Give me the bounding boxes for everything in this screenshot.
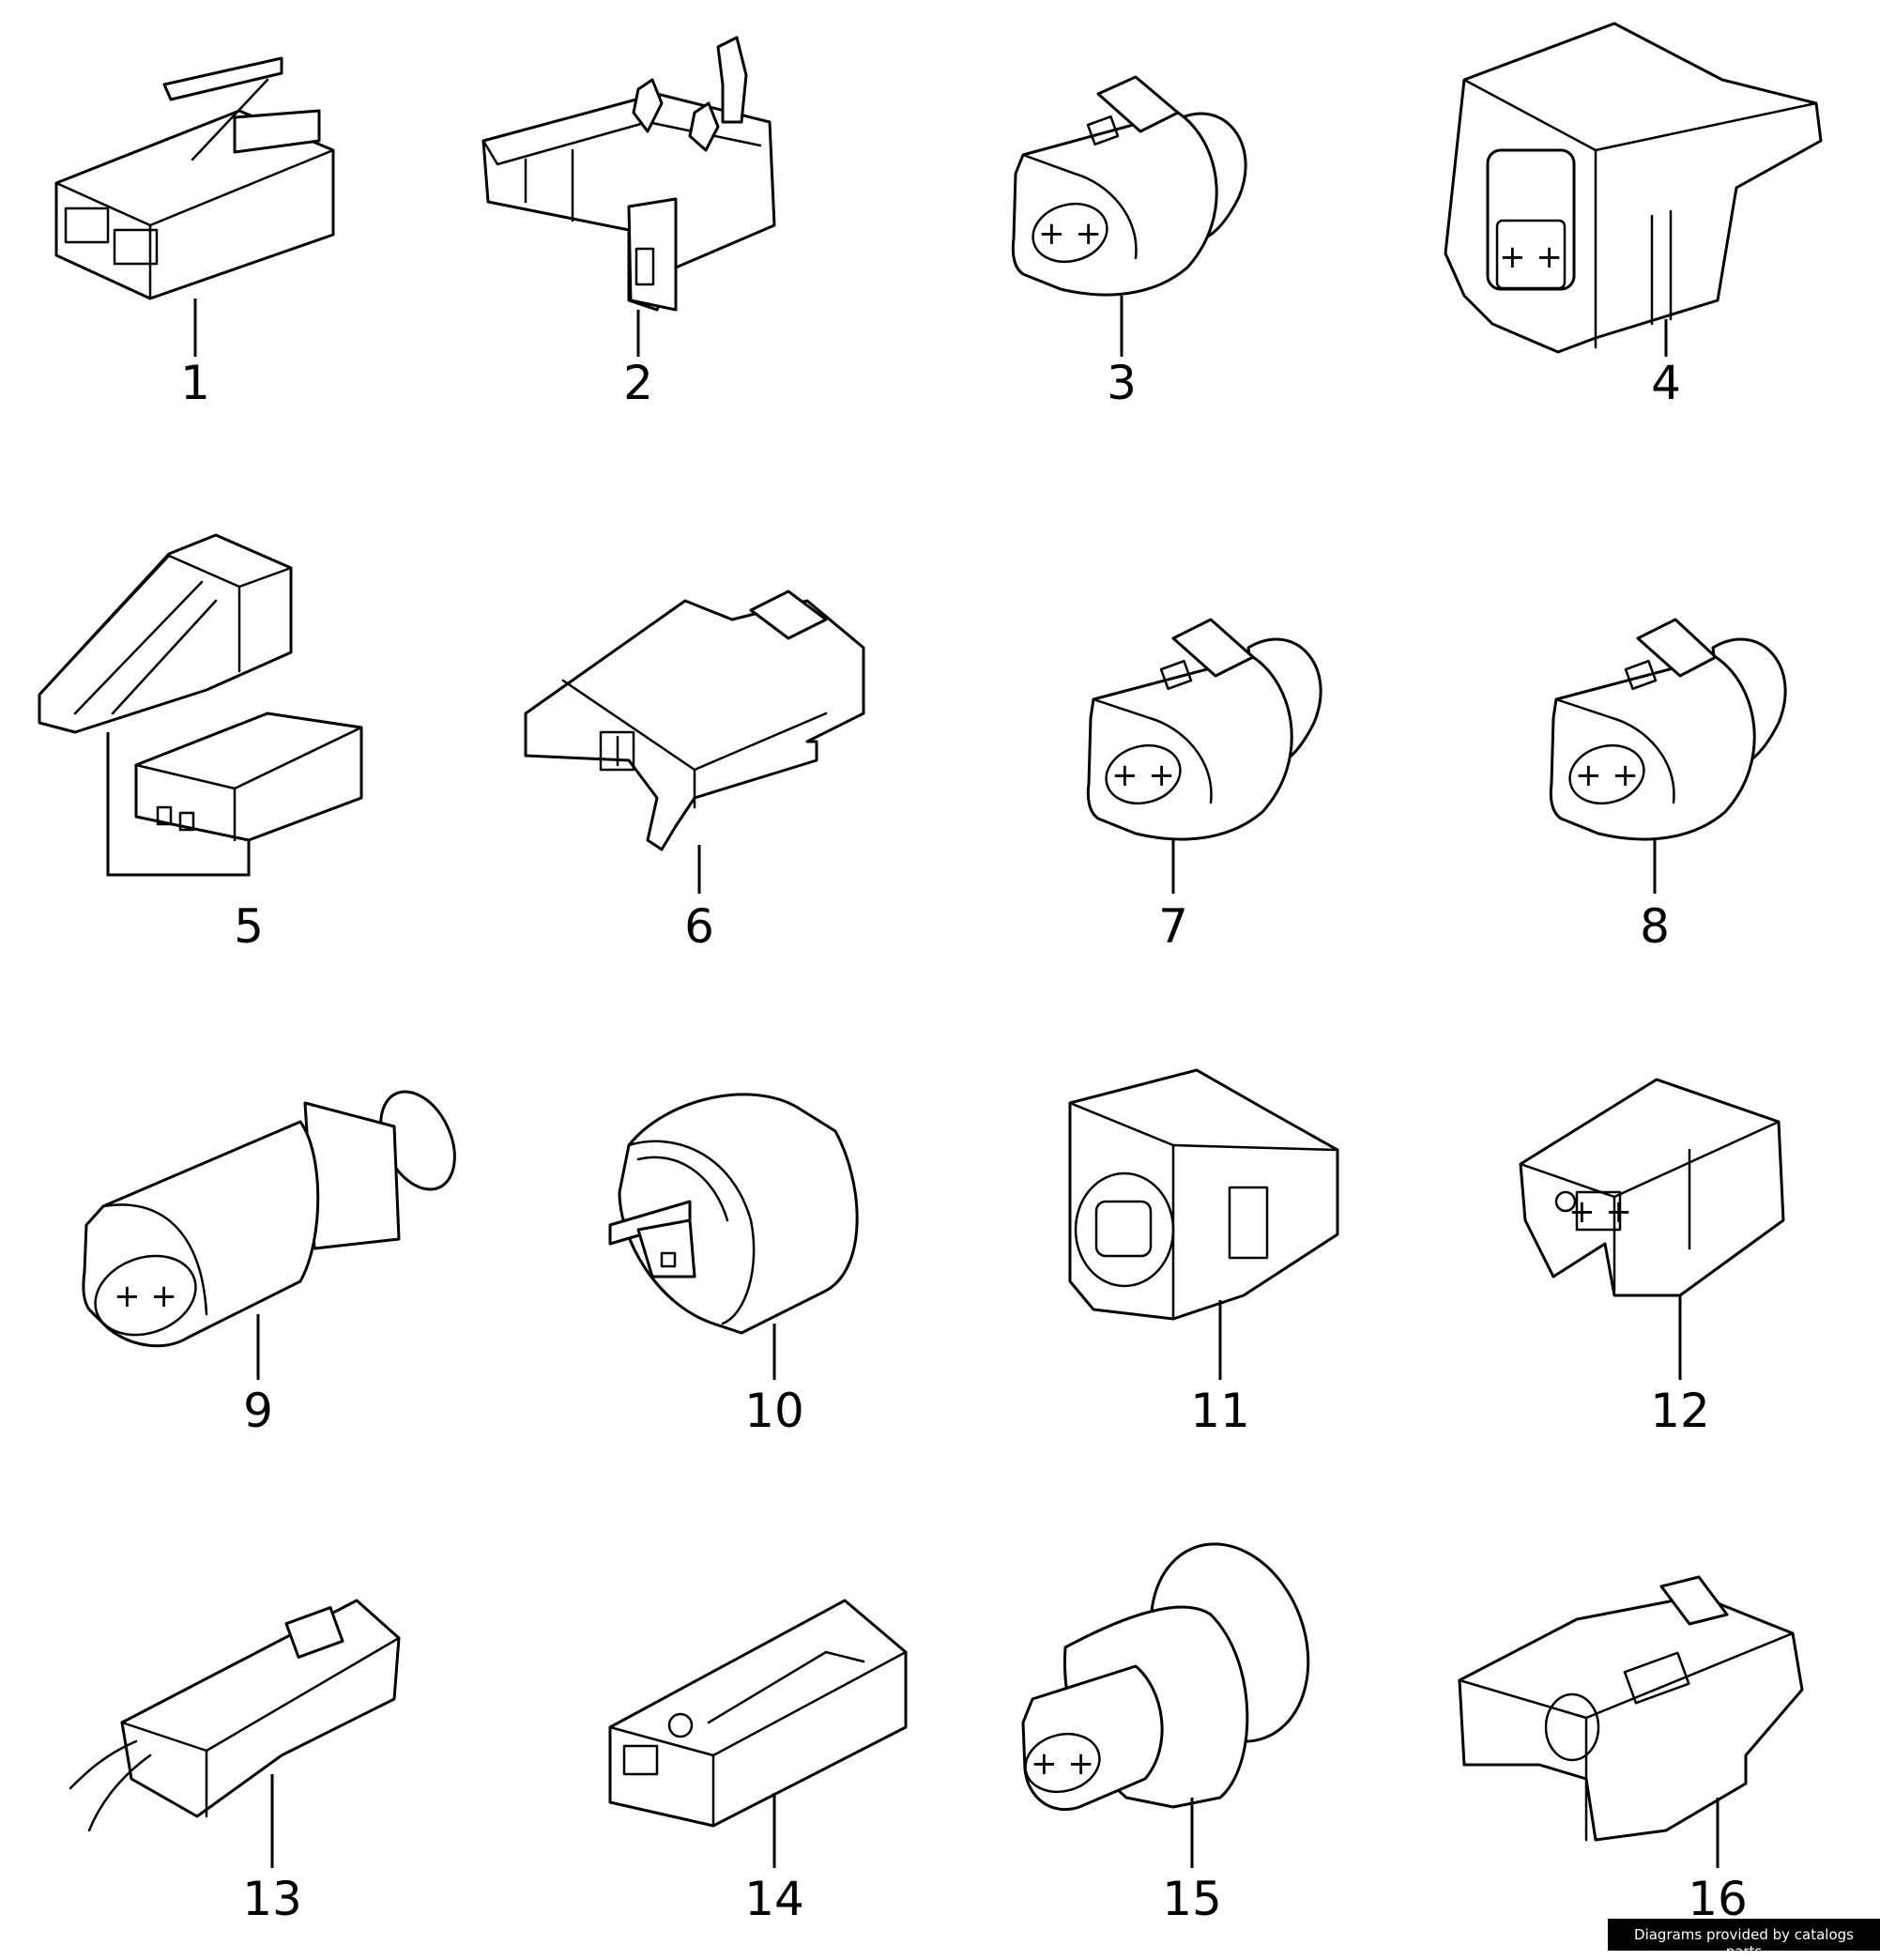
part-4-label: 4 (1651, 356, 1681, 410)
part-1-label: 1 (180, 356, 210, 410)
part-9-label: 9 (243, 1384, 273, 1438)
part-10-connector (608, 1093, 859, 1380)
part-14-label: 14 (744, 1872, 804, 1926)
part-15-label: 15 (1162, 1872, 1222, 1926)
part-7-pin-mark: + + (1111, 757, 1175, 794)
part-10-label: 10 (744, 1384, 804, 1438)
part-14-connector (608, 1599, 908, 1868)
part-9-connector: + + (82, 1090, 456, 1380)
credit-footer: Diagrams provided by catalogs parts (1608, 1919, 1880, 1960)
part-13-connector (69, 1599, 401, 1868)
part-3-label: 3 (1107, 356, 1137, 410)
part-4-pin-mark: + + (1499, 238, 1563, 276)
part-1-connector (54, 56, 335, 357)
part-2-connector (481, 36, 776, 357)
part-12-label: 12 (1650, 1384, 1710, 1438)
part-2-label: 2 (623, 356, 653, 410)
part-8-label: 8 (1640, 899, 1670, 954)
part-15-pin-mark: + + (1031, 1745, 1094, 1783)
part-11-connector (1068, 1068, 1339, 1380)
part-12-pin-mark: + + (1568, 1193, 1632, 1231)
part-5-label: 5 (234, 899, 264, 954)
part-16-label: 16 (1688, 1872, 1748, 1926)
part-15-connector: + + (1021, 1542, 1310, 1868)
part-6-connector (524, 590, 865, 894)
part-7-label: 7 (1158, 899, 1188, 954)
part-8-connector: + + (1549, 618, 1787, 894)
part-11-label: 11 (1190, 1384, 1250, 1438)
part-3-pin-mark: + + (1038, 215, 1102, 253)
part-8-pin-mark: + + (1575, 757, 1639, 794)
part-16-connector (1458, 1575, 1804, 1868)
part-13-label: 13 (242, 1872, 302, 1926)
part-4-connector: + + (1444, 22, 1823, 357)
part-6-label: 6 (684, 899, 714, 954)
part-9-pin-mark: + + (114, 1278, 177, 1315)
part-12-connector: + + (1519, 1078, 1785, 1380)
part-5-connector (38, 533, 363, 877)
part-7-connector: + + (1086, 618, 1322, 894)
part-3-connector: + + (1011, 75, 1247, 357)
